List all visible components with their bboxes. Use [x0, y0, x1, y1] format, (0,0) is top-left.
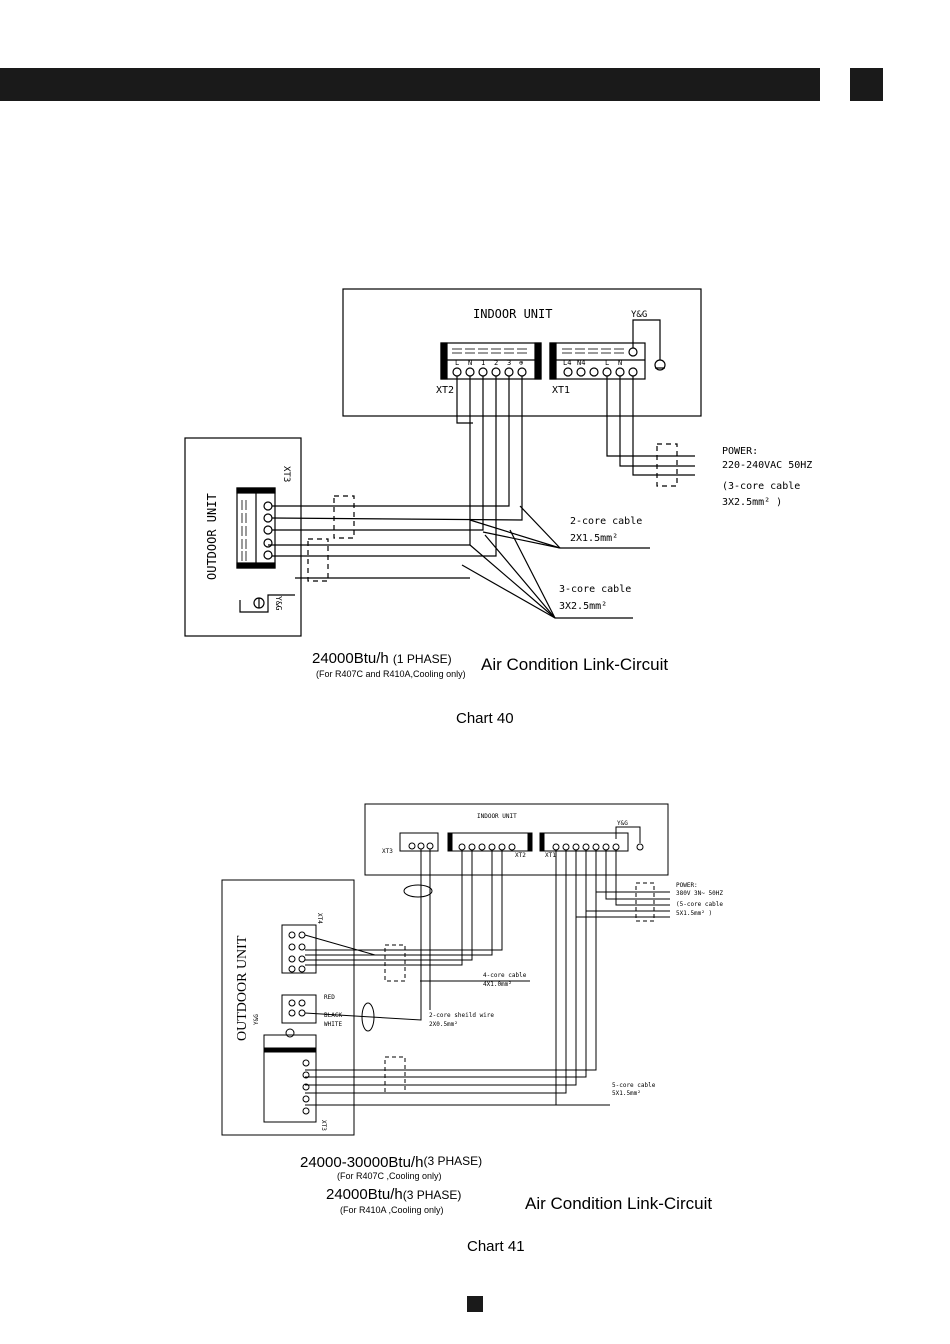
- wire-red: RED: [324, 994, 335, 1001]
- xt2-term-1: N: [468, 359, 472, 367]
- caption1-phase: (1 PHASE): [392, 652, 452, 666]
- cable-3core-0: 3-core cable: [559, 584, 631, 595]
- caption2-model1-text: 24000-30000Btu/h: [300, 1154, 424, 1171]
- yg-label-2: Y&G: [617, 820, 628, 827]
- xt2-label-2: XT2: [515, 852, 526, 859]
- xt2-term-0: L: [455, 359, 459, 367]
- xt1-label: XT1: [552, 385, 570, 396]
- caption1-title: Air Condition Link-Circuit: [481, 655, 669, 674]
- xt1-term-4: N: [618, 359, 622, 367]
- cable5-0: 5-core cable: [612, 1082, 656, 1089]
- cable-3core-1: 3X2.5mm²: [559, 601, 607, 612]
- wiring-diagram-chart-41: INDOOR UNIT Y&G XT3 XT2 XT1 XT4 XT3 Y&G …: [221, 803, 723, 1136]
- caption2-phase1: (3 PHASE): [423, 1154, 483, 1168]
- caption1-model-text: 24000Btu/h: [312, 650, 389, 667]
- indoor-title: INDOOR UNIT: [473, 307, 552, 321]
- xt1-label-2: XT1: [545, 852, 556, 859]
- xt2-term-5: ⊕: [519, 359, 524, 367]
- cable4-1: 4X1.0mm²: [483, 981, 512, 988]
- wiring-diagram-chart-40: INDOOR UNIT Y&G XT2 XT1 L N 1 2 3 ⊕ L4 N…: [184, 288, 812, 637]
- outdoor-yg: Y&G: [274, 596, 283, 611]
- xt4-label-2: XT4: [316, 913, 323, 924]
- xt1-term-1: N4: [577, 359, 585, 367]
- power-line-0: POWER:: [722, 446, 758, 457]
- caption1-chart: Chart 40: [456, 710, 514, 727]
- power-line-2: (3-core cable: [722, 481, 800, 492]
- power-line-3: 3X2.5mm² ): [722, 497, 782, 508]
- xt2-term-3: 2: [494, 359, 498, 367]
- power2-1: 380V 3N~ 50HZ: [676, 890, 723, 897]
- wire-white: WHITE: [324, 1021, 342, 1028]
- power2-0: POWER:: [676, 882, 698, 889]
- xt2-terminal-block: [440, 342, 542, 380]
- cable5-1: 5X1.5mm²: [612, 1090, 641, 1097]
- indoor-unit-box-2: [364, 803, 669, 876]
- xt2-term-2: 1: [481, 359, 485, 367]
- out-yg-2: Y&G: [253, 1014, 260, 1025]
- xt3-outdoor-terminal-block: [236, 487, 276, 569]
- outdoor-unit-box: [184, 437, 302, 637]
- xt2-term-4: 3: [507, 359, 511, 367]
- header-block: [850, 68, 883, 101]
- outdoor-title: OUTDOOR UNIT: [205, 493, 219, 580]
- power2-2: (5-core cable: [676, 901, 723, 908]
- caption1-model: 24000Btu/h (1 PHASE): [312, 650, 452, 667]
- caption1-note: (For R407C and R410A,Cooling only): [316, 669, 466, 679]
- xt3-out-label-2: XT3: [320, 1120, 327, 1131]
- outdoor-title-2: OUTDOOR UNIT: [235, 935, 250, 1041]
- cable-2core-0: 2-core cable: [570, 516, 642, 527]
- shield-0: 2-core sheild wire: [429, 1012, 494, 1019]
- page-marker: [467, 1296, 483, 1312]
- power2-3: 5X1.5mm² ): [676, 910, 712, 917]
- caption2-model1: 24000-30000Btu/h(3 PHASE): [300, 1154, 482, 1171]
- header-bar: [0, 68, 820, 101]
- xt1-term-3: L: [605, 359, 609, 367]
- xt1-term-0: L4: [563, 359, 571, 367]
- wire-black: BLACK: [324, 1012, 342, 1019]
- caption2-note2: (For R410A ,Cooling only): [340, 1205, 444, 1215]
- shield-1: 2X0.5mm²: [429, 1021, 458, 1028]
- yg-label: Y&G: [631, 310, 647, 320]
- caption2-model2-text: 24000Btu/h: [326, 1186, 403, 1203]
- caption2-model2: 24000Btu/h(3 PHASE): [326, 1186, 461, 1203]
- caption2-chart: Chart 41: [467, 1238, 525, 1255]
- power-line-1: 220-240VAC 50HZ: [722, 460, 812, 471]
- xt2-label: XT2: [436, 385, 454, 396]
- xt3-label-2: XT3: [382, 848, 393, 855]
- outdoor-unit-box-2: [221, 879, 355, 1136]
- caption2-note1: (For R407C ,Cooling only): [337, 1171, 442, 1181]
- caption2-phase2: (3 PHASE): [402, 1188, 462, 1202]
- indoor-title-2: INDOOR UNIT: [477, 813, 517, 820]
- xt3-label: XT3: [281, 466, 291, 482]
- xt1-terminal-block: [549, 319, 666, 380]
- cable-2core-1: 2X1.5mm²: [570, 533, 618, 544]
- caption2-title: Air Condition Link-Circuit: [525, 1194, 713, 1213]
- cable4-0: 4-core cable: [483, 972, 527, 979]
